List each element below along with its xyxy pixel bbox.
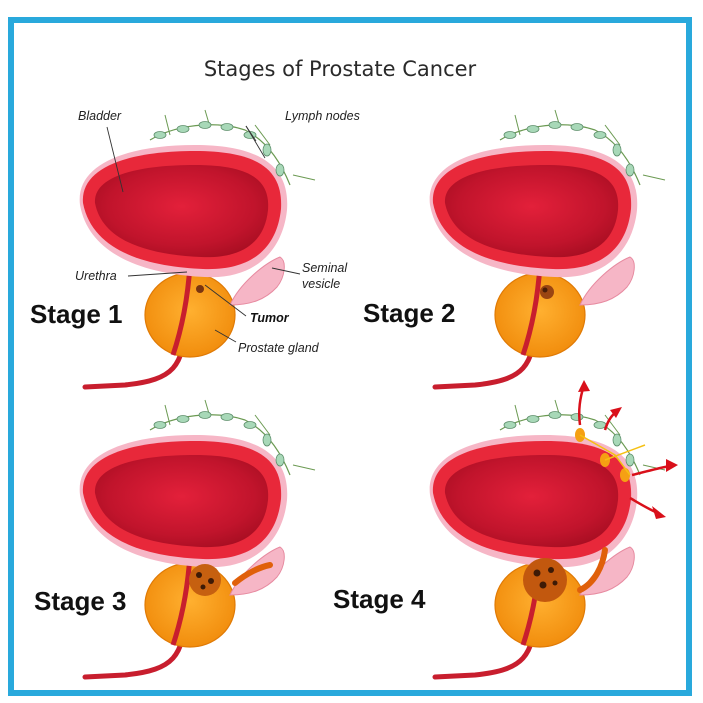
stage-2-label: Stage 2 xyxy=(363,298,456,328)
stage-3-illustration xyxy=(80,400,315,677)
stage-4-illustration xyxy=(430,400,665,677)
seminal-vesicle-label-line1: Seminal xyxy=(302,261,348,275)
tumor-mass xyxy=(189,564,221,596)
tumor-spot xyxy=(540,285,554,299)
stage-1-label: Stage 1 xyxy=(30,299,123,329)
diagram-title: Stages of Prostate Cancer xyxy=(204,57,477,81)
tumor-label: Tumor xyxy=(250,311,290,325)
prostate-gland-label: Prostate gland xyxy=(238,341,320,355)
stage-4-label: Stage 4 xyxy=(333,584,426,614)
bladder-label: Bladder xyxy=(78,109,122,123)
urethra-label: Urethra xyxy=(75,269,117,283)
leader-lines xyxy=(106,125,301,343)
arrowheads xyxy=(578,380,678,519)
stage-1-illustration xyxy=(80,110,315,387)
seminal-vesicle-label-line2: vesicle xyxy=(302,277,340,291)
tumor-spot xyxy=(196,285,204,293)
lymph-nodes-label: Lymph nodes xyxy=(285,109,360,123)
frame-border xyxy=(8,17,692,696)
tumor-mass xyxy=(523,558,567,602)
stage-2-illustration xyxy=(430,110,665,387)
stage-3-label: Stage 3 xyxy=(34,586,127,616)
